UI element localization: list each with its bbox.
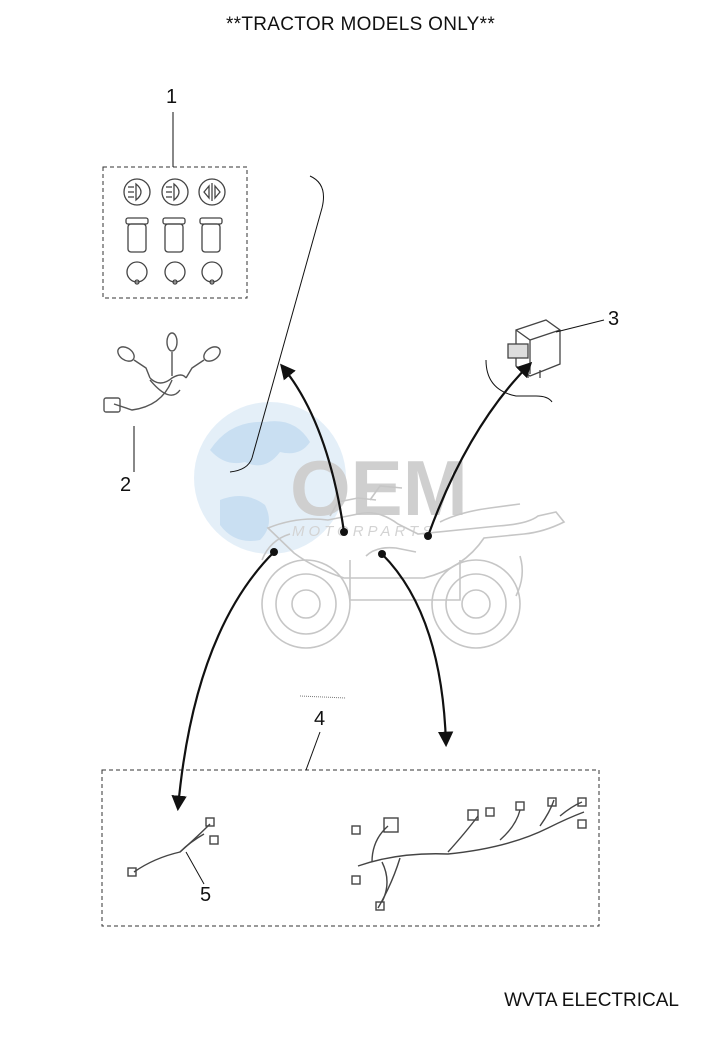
part-4-main-harness [351, 797, 587, 911]
callout-2: 2 [120, 474, 132, 496]
part-5-sub-harness [127, 817, 219, 877]
leader-arrows [171, 361, 533, 812]
part-3-bracket [485, 359, 553, 403]
callout-4: 4 [314, 708, 326, 730]
watermark-logo: OEM MOTORPARTS [194, 402, 468, 554]
page-title: **TRACTOR MODELS ONLY** [225, 14, 496, 35]
leader-dots [270, 528, 432, 558]
part-1-dashed-box [102, 166, 248, 299]
hazard-symbol-icon [198, 178, 226, 206]
assembly-bracket [229, 175, 324, 473]
part-3-relay [507, 319, 561, 378]
part-1-bulb-kit [123, 178, 226, 285]
part-4-dashed-box [101, 769, 600, 927]
diagram-caption: WVTA ELECTRICAL [504, 990, 679, 1011]
dipped-beam-symbol-icon [161, 178, 189, 206]
headlamp-symbol-icon [123, 178, 151, 206]
part-2-light-lead [103, 332, 221, 413]
watermark-subtext: MOTORPARTS [292, 523, 436, 540]
callout-5: 5 [200, 884, 212, 906]
callout-3: 3 [608, 308, 620, 330]
bulb-socket-icon [125, 217, 223, 253]
atv-illustration [261, 485, 566, 649]
seal-ring-icon [126, 261, 223, 285]
callout-1: 1 [166, 86, 178, 108]
